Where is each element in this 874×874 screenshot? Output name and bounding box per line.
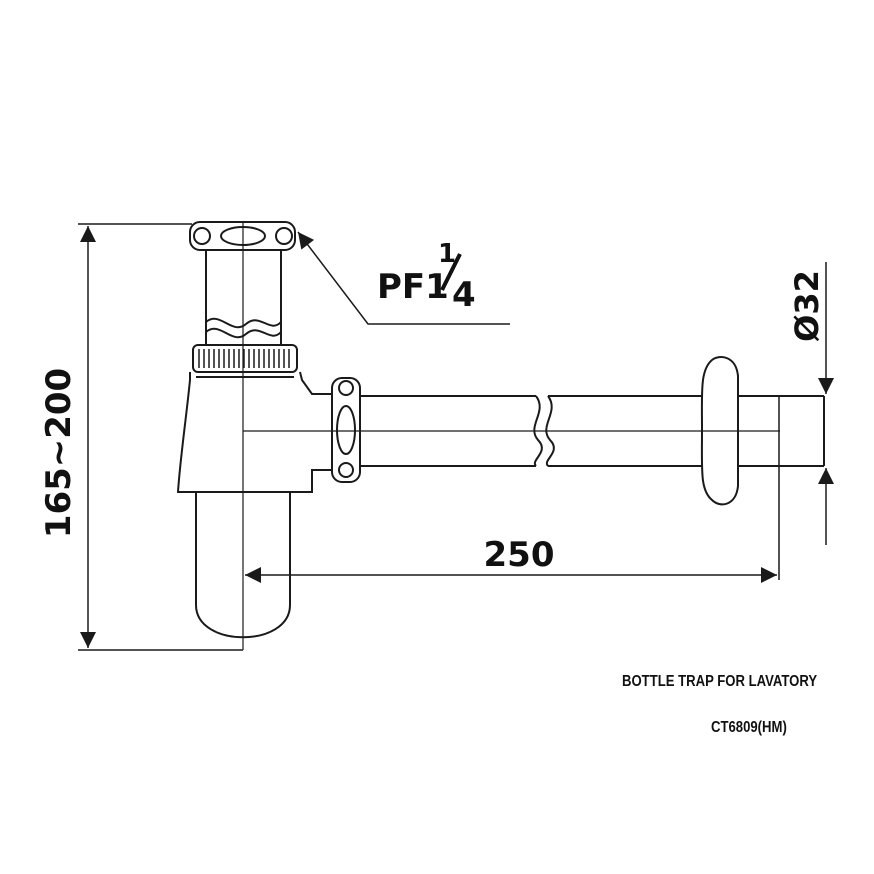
pipe-break-top [205, 317, 282, 329]
dimension-lines [78, 223, 834, 651]
thread-prefix: PF1 [377, 267, 449, 307]
diameter-dimension: Ø32 [788, 270, 826, 342]
dimension-labels: 165~200 250 Ø32 PF1 1 4 [39, 239, 826, 575]
product-title: BOTTLE TRAP FOR LAVATORY [622, 673, 818, 690]
thread-denominator: 4 [452, 275, 476, 315]
flange-hole-left [193, 227, 211, 245]
union-nut [331, 377, 361, 483]
knurl-lines [198, 349, 290, 368]
thread-numerator: 1 [438, 239, 456, 269]
center-lines [242, 222, 780, 650]
pipe-break-bottom [205, 327, 282, 339]
trap-outline [176, 221, 825, 639]
height-dimension: 165~200 [39, 368, 79, 538]
length-dimension: 250 [484, 535, 555, 575]
thread-leader [297, 231, 510, 325]
flange-hole-right [275, 227, 293, 245]
trap-body [176, 371, 333, 493]
fraction-slash [440, 253, 462, 291]
outlet-pipe-break [533, 395, 543, 467]
model-number: CT6809(HM) [711, 719, 787, 736]
